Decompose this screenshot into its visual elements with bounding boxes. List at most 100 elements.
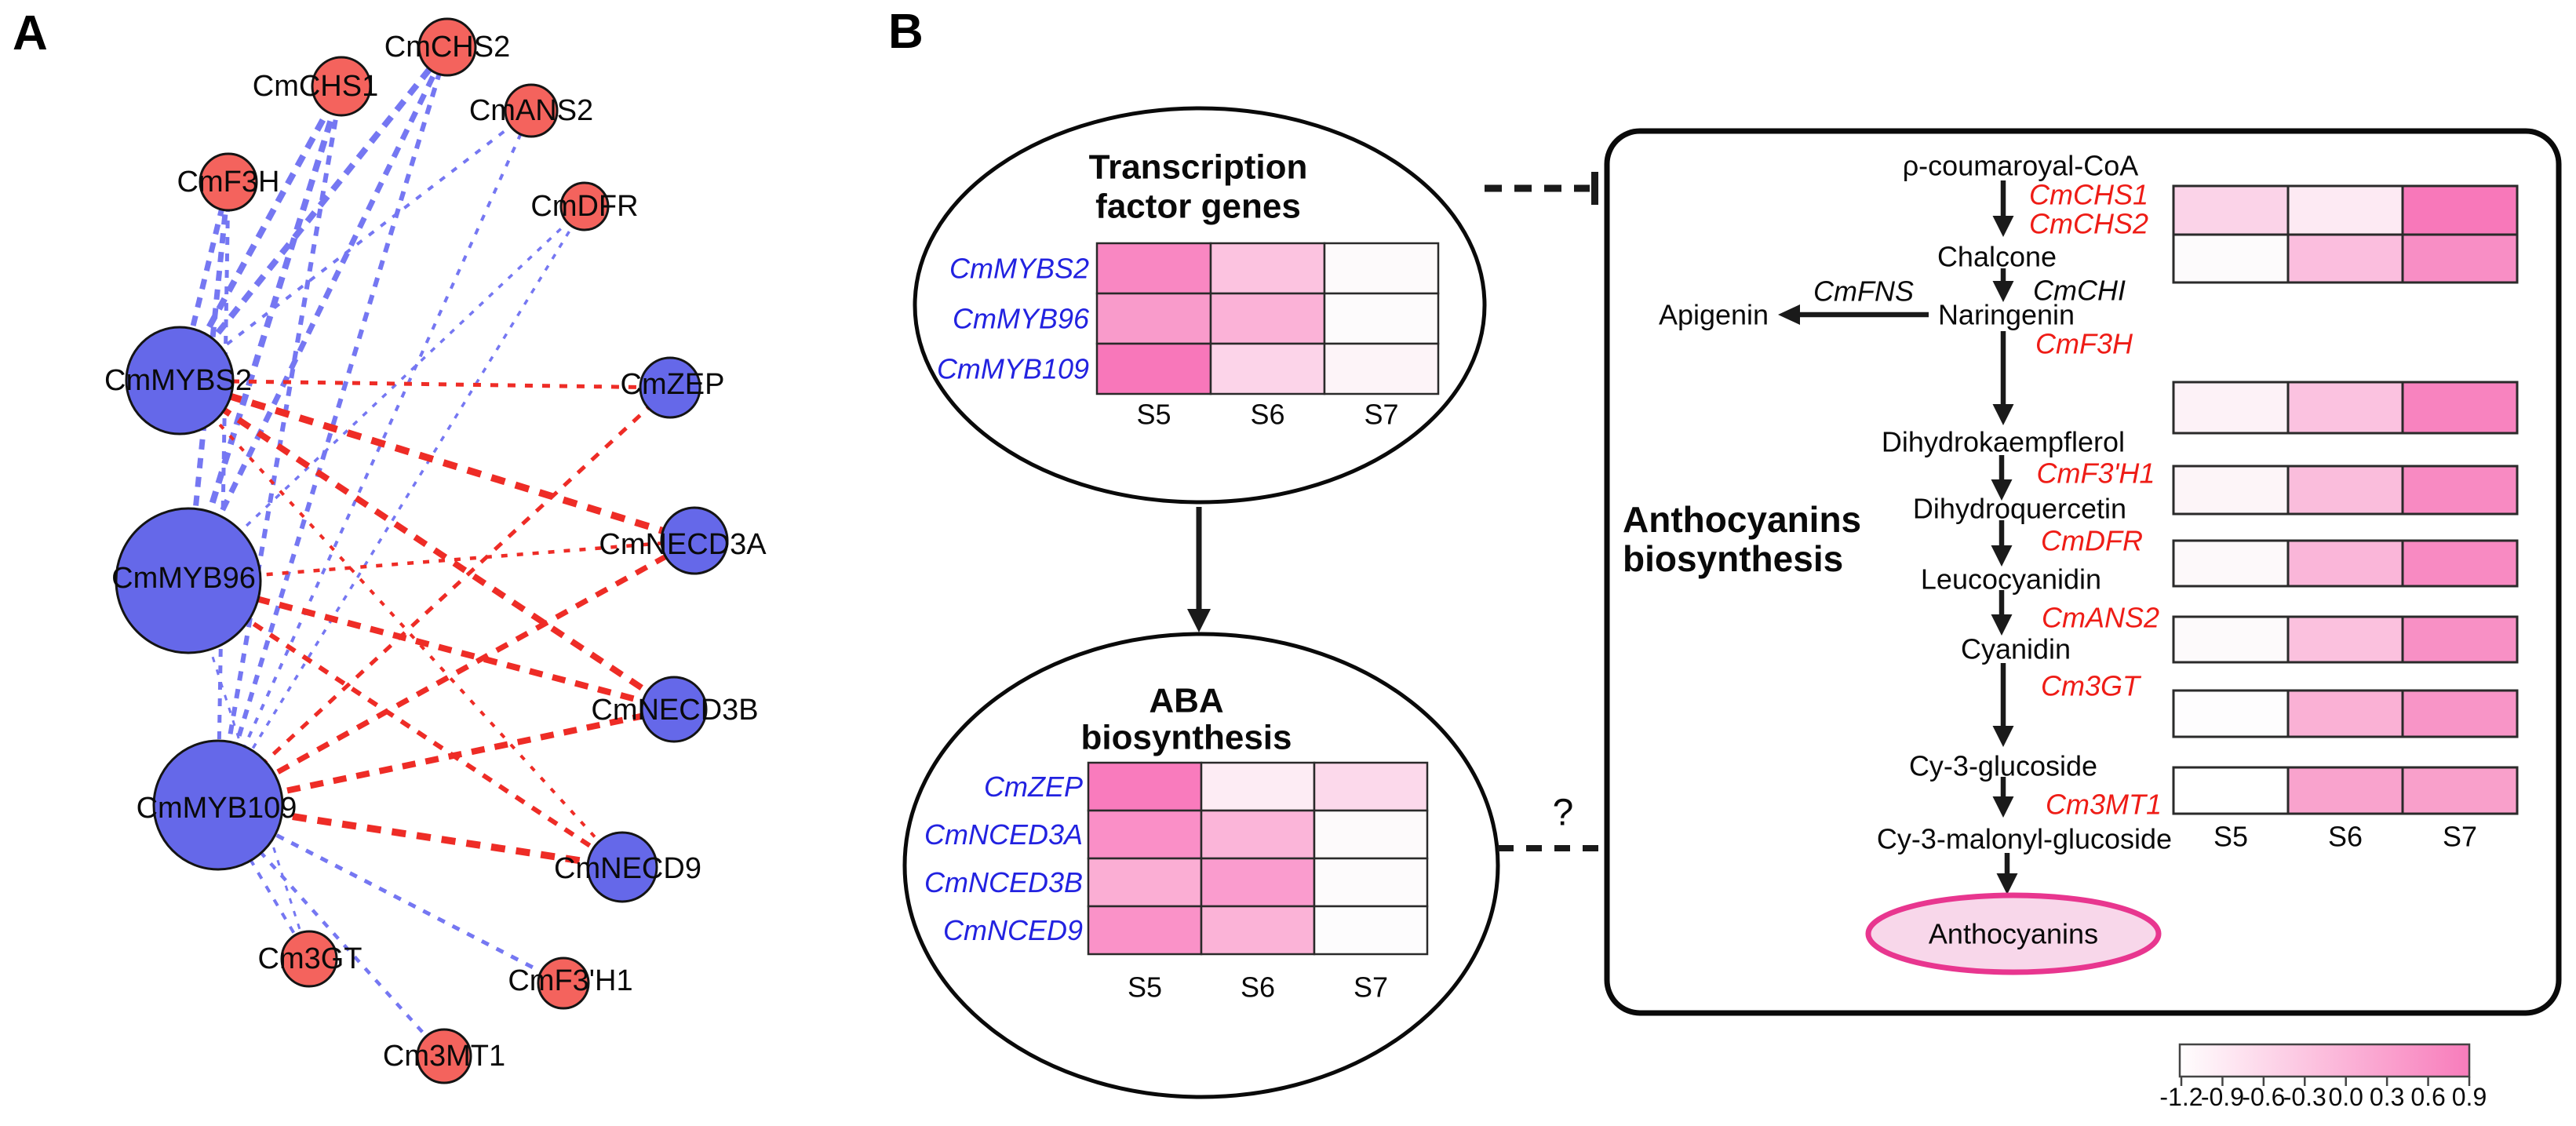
metabolite-label: Cy-3-malonyl-glucoside <box>1877 823 2172 855</box>
pathway-heatmap-cell-CmANS2 <box>2401 615 2519 664</box>
aba-heatmap-cell <box>1313 761 1429 812</box>
pathway-heatmap-cell-CmCHS1 <box>2172 184 2290 236</box>
aba-title-line2: biosynthesis <box>1081 719 1292 757</box>
tf-to-aba-arrow-head <box>1187 609 1211 632</box>
network-node-label-CmANS2: CmANS2 <box>469 94 593 127</box>
tf-gene-label: CmMYB96 <box>953 303 1090 335</box>
pathway-heatmap-cell-Cm3GT <box>2401 689 2519 738</box>
aba-heatmap-cell <box>1200 761 1316 812</box>
tf-gene-label: CmMYBS2 <box>949 253 1089 285</box>
aba-heatmap-cell <box>1087 857 1203 908</box>
enzyme-label-red: CmCHS1 <box>2029 179 2148 211</box>
pathway-heatmap-cell-Cm3MT1 <box>2401 766 2519 815</box>
network-edge-CmMYBS2-CmF3H <box>177 181 231 381</box>
tf-heatmap-cell <box>1209 242 1326 295</box>
apigenin-arrow-head <box>1778 304 1800 325</box>
tf-heatmap-cell <box>1323 242 1440 295</box>
network-node-label-CmMYBS2: CmMYBS2 <box>104 364 252 397</box>
metabolite-label: Dihydroquercetin <box>1913 493 2126 525</box>
network-edge-CmMYB96-CmNECD3B <box>187 578 676 712</box>
colorbar-label: 0.6 <box>2410 1083 2445 1111</box>
aba-heatmap-cell <box>1200 809 1316 860</box>
pathway-arrow-head <box>1991 545 2013 567</box>
colorbar-label: -1.2 <box>2159 1083 2203 1111</box>
network-edge-CmMYB96-CmDFR <box>187 205 586 582</box>
pathway-arrow-head <box>1996 873 2018 895</box>
pathway-heatmap-cell-Cm3MT1 <box>2172 766 2290 815</box>
pathway-section-title-line2: biosynthesis <box>1623 538 1843 579</box>
enzyme-label-black: CmFNS <box>1813 275 1914 308</box>
network-node-label-Cm3GT: Cm3GT <box>258 942 363 975</box>
aba-heatmap-cell <box>1313 905 1429 956</box>
colorbar-label: -0.9 <box>2201 1083 2244 1111</box>
network-node-CmF3pH1 <box>537 957 590 1010</box>
anthocyanins-label: Anthocyanins <box>1929 918 2098 950</box>
metabolite-label: Cy-3-glucoside <box>1909 750 2097 782</box>
tf-heatmap-cell <box>1323 342 1440 395</box>
pathway-heatmap-cell-CmF3H <box>2286 381 2404 435</box>
colorbar-label: -0.3 <box>2283 1083 2326 1111</box>
network-node-CmMYB109 <box>152 739 284 871</box>
tf-stage-label: S6 <box>1250 399 1284 431</box>
enzyme-label-red: Cm3GT <box>2041 670 2142 702</box>
tf-gene-label: CmMYB109 <box>937 353 1089 385</box>
enzyme-label-red: Cm3MT1 <box>2046 789 2162 821</box>
tf-stage-label: S5 <box>1136 399 1171 431</box>
aba-heatmap-cell <box>1313 857 1429 908</box>
aba-heatmap-cell <box>1200 857 1316 908</box>
network-node-label-CmMYB96: CmMYB96 <box>111 562 256 595</box>
pathway-arrow-head <box>1992 726 2014 747</box>
network-node-Cm3GT <box>280 930 338 988</box>
network-node-CmNECD3B <box>640 676 708 743</box>
aba-gene-label: CmNCED9 <box>943 914 1083 946</box>
aba-stage-label: S5 <box>1128 971 1162 1004</box>
network-edge-CmMYB96-CmNECD9 <box>187 578 624 869</box>
pathway-heatmap-cell-CmCHS2 <box>2286 233 2404 284</box>
enzyme-label-red: CmDFR <box>2041 525 2143 557</box>
tf-title-line1: Transcription <box>1089 148 1308 187</box>
metabolite-label: Leucocyanidin <box>1921 563 2101 596</box>
network-edge-CmMYB109-CmNECD3B <box>217 706 675 808</box>
pathway-heatmap-cell-CmCHS2 <box>2172 233 2290 284</box>
colorbar-label: 0.9 <box>2452 1083 2487 1111</box>
metabolite-label: ρ-coumaroyal-CoA <box>1903 150 2139 182</box>
tf-heatmap-cell <box>1209 292 1326 345</box>
panel-a-letter: A <box>13 6 48 60</box>
tf-heatmap-cell <box>1095 342 1212 395</box>
colorbar-label: 0.3 <box>2370 1083 2404 1111</box>
network-edge-CmMYB109-CmF3H <box>216 181 231 806</box>
network-node-label-CmZEP: CmZEP <box>621 368 725 401</box>
tf-heatmap-cell <box>1095 242 1212 295</box>
enzyme-label-red: CmF3'H1 <box>2037 457 2155 490</box>
network-edge-CmMYB109-CmZEP <box>217 386 672 807</box>
anthocyanins-node <box>1865 892 2162 975</box>
network-edge-CmMYB109-CmDFR <box>217 206 586 806</box>
network-node-label-CmNECD9: CmNECD9 <box>554 852 701 885</box>
pathway-stage-label: S7 <box>2443 821 2477 853</box>
network-edge-CmMYBS2-CmZEP <box>179 378 671 390</box>
pathway-heatmap-cell-CmF3H <box>2172 381 2290 435</box>
aba-stage-label: S7 <box>1354 971 1388 1004</box>
enzyme-label-red: CmCHS2 <box>2029 208 2148 240</box>
network-node-Cm3MT1 <box>416 1028 472 1084</box>
network-node-label-CmCHS1: CmCHS1 <box>253 70 378 103</box>
network-node-label-CmMYB109: CmMYB109 <box>137 792 297 825</box>
tf-heatmap-cell <box>1095 292 1212 345</box>
metabolite-label: Chalcone <box>1937 241 2057 273</box>
pathway-arrow-head <box>1991 479 2013 501</box>
enzyme-label-red: CmF3H <box>2035 328 2133 360</box>
pathway-heatmap-cell-CmF3H <box>2401 381 2519 435</box>
network-node-CmCHS1 <box>311 56 372 117</box>
network-node-CmCHS2 <box>417 17 477 77</box>
pathway-arrow-head <box>1992 281 2014 302</box>
network-node-CmDFR <box>559 181 610 231</box>
network-node-label-CmNECD3B: CmNECD3B <box>591 694 758 727</box>
network-edge-CmMYB96-CmNECD3A <box>188 538 695 583</box>
pathway-arrow-head <box>1991 614 2013 636</box>
pathway-box <box>1604 128 2562 1016</box>
pathway-heatmap-cell-Cm3MT1 <box>2286 766 2404 815</box>
aba-title-line1: ABA <box>1149 682 1223 720</box>
pathway-heatmap-cell-Cm3GT <box>2172 689 2290 738</box>
aba-heatmap-cell <box>1087 809 1203 860</box>
